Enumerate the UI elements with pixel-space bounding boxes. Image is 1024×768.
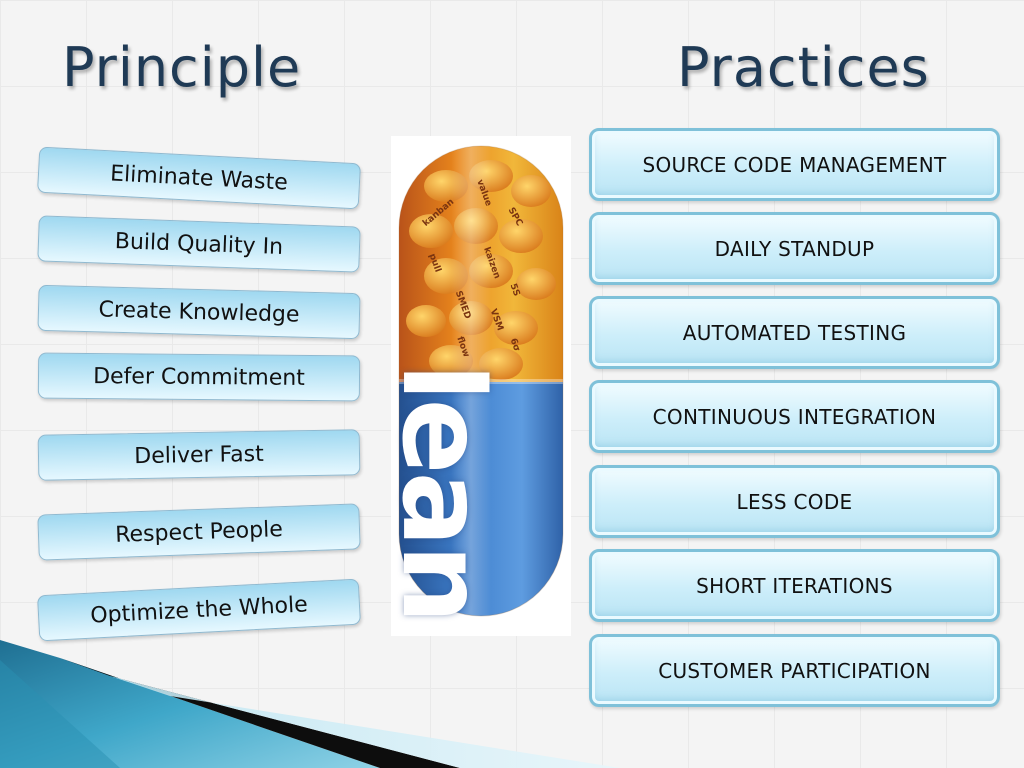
principle-label: Optimize the Whole: [89, 591, 309, 629]
practice-less-code: LESS CODE: [589, 465, 1000, 538]
practice-daily-standup: DAILY STANDUP: [589, 212, 1000, 285]
principle-heading: Principle: [62, 36, 302, 99]
principle-deliver-fast: Deliver Fast: [37, 429, 361, 481]
principle-label: Build Quality In: [114, 228, 284, 260]
principle-respect-people: Respect People: [37, 503, 361, 561]
principle-label: Eliminate Waste: [109, 160, 289, 196]
practice-label: CUSTOMER PARTICIPATION: [658, 658, 931, 683]
lean-word: lean: [377, 363, 507, 621]
principle-defer-commitment: Defer Commitment: [37, 352, 361, 402]
practice-label: LESS CODE: [736, 489, 853, 514]
principle-label: Defer Commitment: [93, 363, 305, 391]
corner-swoosh-decoration: [0, 640, 620, 768]
lean-pill-capsule: [398, 145, 564, 617]
practices-heading: Practices: [677, 36, 930, 99]
practice-continuous-integration: CONTINUOUS INTEGRATION: [589, 380, 1000, 453]
principle-create-knowledge: Create Knowledge: [37, 284, 361, 340]
practice-label: DAILY STANDUP: [714, 236, 875, 261]
principle-optimize-the-whole: Optimize the Whole: [37, 578, 361, 642]
practice-label: SHORT ITERATIONS: [696, 573, 893, 598]
practice-customer-participation: CUSTOMER PARTICIPATION: [589, 634, 1000, 707]
principle-label: Respect People: [114, 516, 284, 548]
lean-pill-panel: [391, 136, 571, 636]
practice-source-code-management: SOURCE CODE MANAGEMENT: [589, 128, 1000, 201]
practice-short-iterations: SHORT ITERATIONS: [589, 549, 1000, 622]
principle-label: Create Knowledge: [98, 296, 300, 328]
practice-label: AUTOMATED TESTING: [682, 320, 907, 345]
principle-label: Deliver Fast: [134, 441, 264, 469]
principle-build-quality-in: Build Quality In: [37, 215, 361, 273]
practice-automated-testing: AUTOMATED TESTING: [589, 296, 1000, 369]
practice-label: CONTINUOUS INTEGRATION: [652, 404, 937, 429]
principle-eliminate-waste: Eliminate Waste: [37, 146, 361, 210]
practice-label: SOURCE CODE MANAGEMENT: [642, 152, 947, 177]
